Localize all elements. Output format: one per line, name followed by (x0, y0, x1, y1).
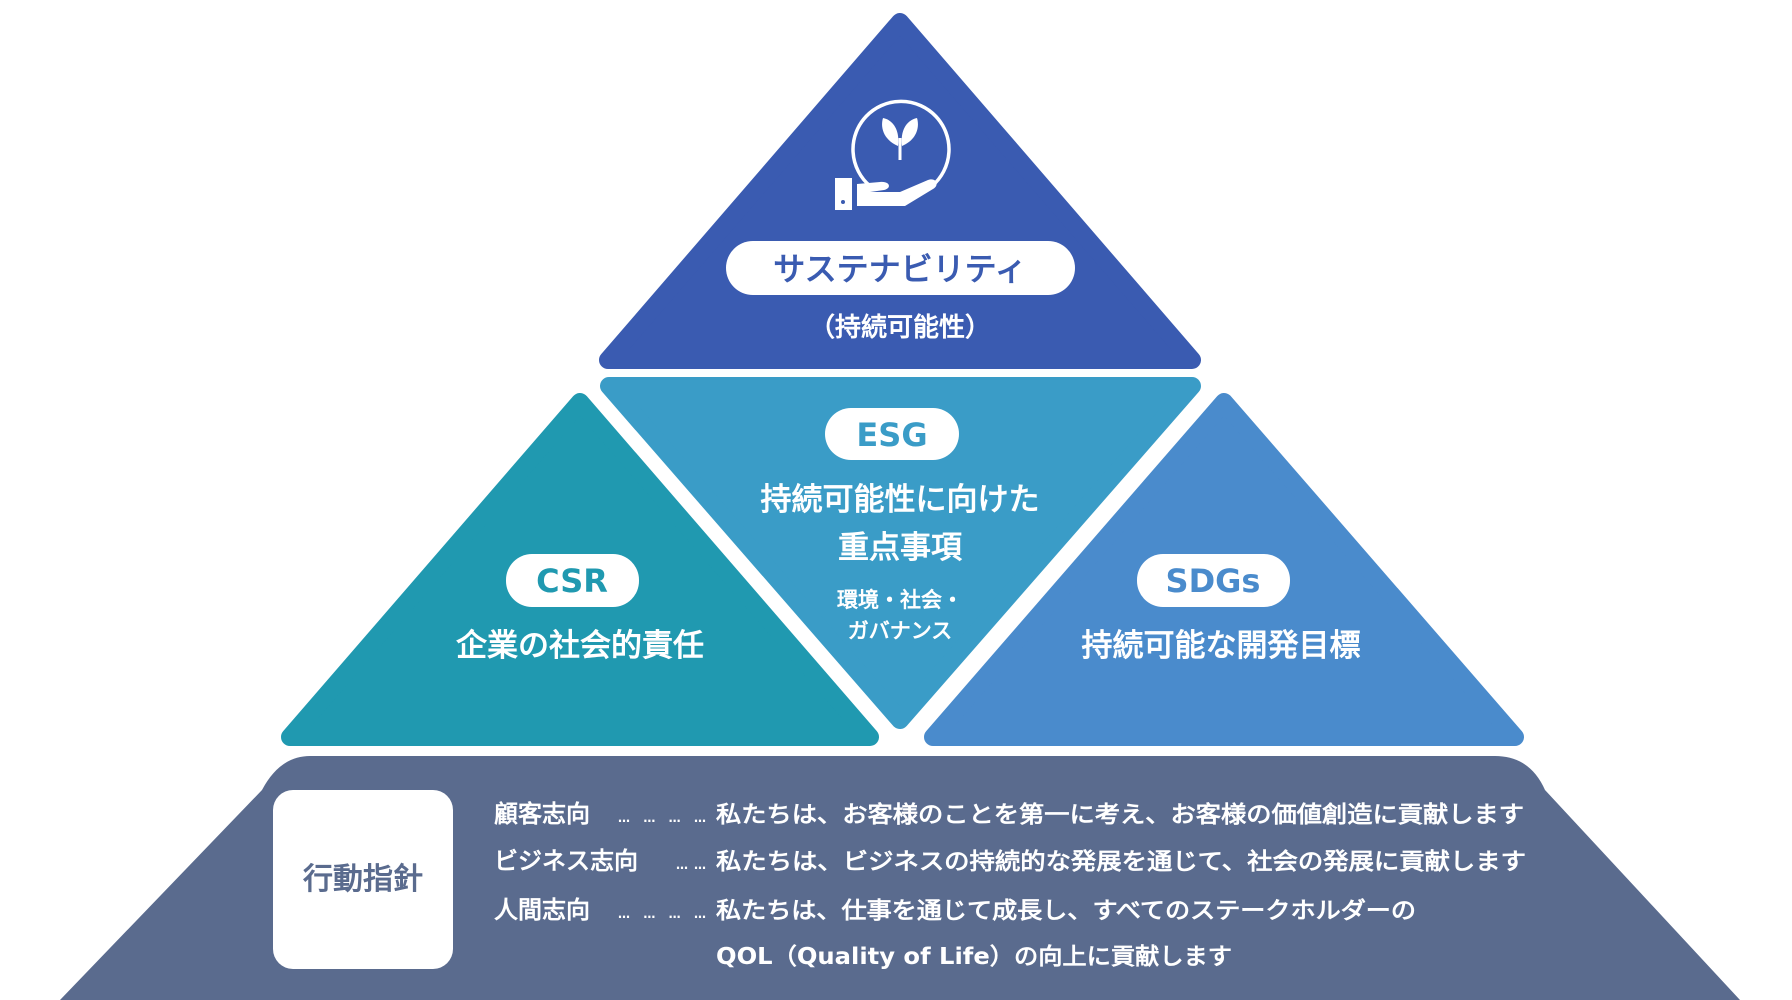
csr-tier: CSR 企業の社会的責任 (281, 393, 879, 746)
sustainability-subtitle: （持続可能性） (809, 312, 991, 343)
esg-sub-2: ガバナンス (848, 619, 953, 643)
conduct-item-text: 私たちは、ビジネスの持続的な発展を通じて、社会の発展に貢献します (716, 848, 1526, 875)
sdgs-title: SDGs (1166, 562, 1261, 600)
sustainability-title: サステナビリティ (773, 250, 1026, 288)
conduct-item-text: 私たちは、仕事を通じて成長し、すべてのステークホルダーの (716, 897, 1416, 924)
sdgs-description: 持続可能な開発目標 (1082, 628, 1361, 664)
sustainability-title-pill (726, 241, 1075, 295)
conduct-item-label: 顧客志向 (494, 800, 590, 828)
csr-description: 企業の社会的責任 (456, 628, 704, 664)
esg-sub-1: 環境・社会・ (837, 588, 963, 612)
conduct-title: 行動指針 (302, 862, 423, 897)
sustainability-tier: サステナビリティ （持続可能性） (599, 13, 1201, 369)
esg-line-2: 重点事項 (838, 530, 963, 566)
esg-title: ESG (856, 416, 927, 454)
esg-tier: ESG 持続可能性に向けた 重点事項 環境・社会・ ガバナンス (600, 377, 1201, 729)
conduct-item-label: ビジネス志向 (494, 847, 638, 875)
conduct-title-box (273, 790, 453, 969)
sustainability-triangle (599, 13, 1201, 369)
conduct-item: ビジネス志向 …… 私たちは、ビジネスの持続的な発展を通じて、社会の発展に貢献し… (494, 847, 1526, 875)
conduct-item-label: 人間志向 (494, 896, 590, 924)
conduct-item-text: 私たちは、お客様のことを第一に考え、お客様の価値創造に貢献します (716, 801, 1524, 828)
conduct-trapezoid (60, 756, 1740, 1000)
csr-title-pill (506, 554, 639, 607)
conduct-tier: 行動指針 顧客志向 ………… 私たちは、お客様のことを第一に考え、お客様の価値創… (60, 756, 1740, 1000)
sdgs-tier: SDGs 持続可能な開発目標 (924, 393, 1524, 746)
sdgs-title-pill (1137, 554, 1290, 607)
hand-holding-sprout-icon (835, 99, 951, 210)
conduct-item-continuation: QOL（Quality of Life）の向上に貢献します (716, 943, 1232, 970)
csr-title: CSR (536, 562, 608, 600)
esg-title-pill (825, 408, 959, 460)
esg-triangle (600, 377, 1201, 729)
esg-line-1: 持続可能性に向けた (761, 482, 1040, 518)
